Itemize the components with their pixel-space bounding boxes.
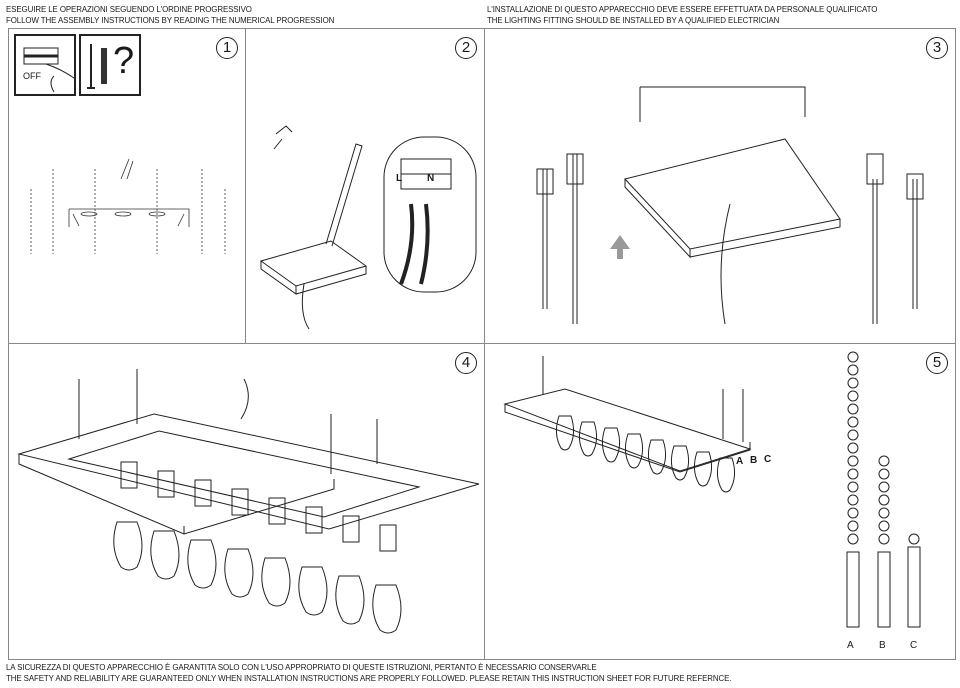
crystal-bead bbox=[847, 429, 859, 441]
step-number: 2 bbox=[455, 37, 477, 59]
step-3-panel: 3 bbox=[484, 28, 956, 344]
crystal-installation-drawing bbox=[503, 351, 921, 628]
terminal-n-label: N bbox=[427, 173, 435, 184]
socket bbox=[268, 497, 286, 525]
crystal-bead bbox=[878, 533, 890, 545]
crystal-bead bbox=[847, 390, 859, 402]
footer: LA SICUREZZA DI QUESTO APPARECCHIO È GAR… bbox=[6, 662, 732, 684]
label-a: A bbox=[847, 640, 854, 651]
bulb-installation-drawing bbox=[17, 369, 480, 634]
crystal-bead bbox=[847, 533, 859, 545]
crystal-bead bbox=[878, 520, 890, 532]
crystal-bead bbox=[847, 403, 859, 415]
crystal-bead bbox=[878, 468, 890, 480]
crystal-bead bbox=[847, 442, 859, 454]
socket bbox=[120, 461, 138, 489]
crystal-bead bbox=[878, 481, 890, 493]
bulb bbox=[224, 548, 254, 598]
header-right: L'INSTALLAZIONE DI QUESTO APPARECCHIO DE… bbox=[487, 4, 877, 26]
header-right-english: THE LIGHTING FITTING SHOULD BE INSTALLED… bbox=[487, 15, 780, 25]
socket bbox=[305, 506, 323, 534]
label-c-small: C bbox=[764, 454, 772, 465]
crystal-bead bbox=[847, 481, 859, 493]
socket bbox=[157, 470, 175, 498]
step-number: 5 bbox=[926, 352, 948, 374]
step-number: 4 bbox=[455, 352, 477, 374]
label-b: B bbox=[879, 640, 886, 651]
bulb bbox=[261, 557, 291, 607]
crystal-bead bbox=[878, 455, 890, 467]
footer-italian: LA SICUREZZA DI QUESTO APPARECCHIO È GAR… bbox=[6, 662, 597, 672]
step-1-panel: 1 OFF ? bbox=[8, 28, 246, 344]
label-b-small: B bbox=[750, 455, 758, 466]
socket bbox=[194, 479, 212, 507]
step-5-panel: 5 A B C A B C bbox=[484, 343, 956, 660]
crystal-bead bbox=[847, 377, 859, 389]
footer-english: THE SAFETY AND RELIABILITY ARE GUARANTEE… bbox=[6, 673, 732, 683]
screws-question-icon: ? bbox=[79, 34, 141, 96]
crystal-bead bbox=[847, 416, 859, 428]
step-number: 3 bbox=[926, 37, 948, 59]
step-number: 1 bbox=[216, 37, 238, 59]
bulb bbox=[335, 575, 365, 625]
canopy-mounting-drawing bbox=[536, 86, 924, 325]
bulb bbox=[693, 451, 713, 487]
bulb bbox=[601, 427, 621, 463]
bulb bbox=[187, 539, 217, 589]
socket bbox=[231, 488, 249, 516]
crystal-bead bbox=[847, 455, 859, 467]
header-right-italian: L'INSTALLAZIONE DI QUESTO APPARECCHIO DE… bbox=[487, 4, 878, 14]
crystal-bead bbox=[847, 468, 859, 480]
bulb bbox=[716, 457, 736, 493]
crystal-bead bbox=[847, 494, 859, 506]
bulb bbox=[624, 433, 644, 469]
crystal-bead bbox=[878, 494, 890, 506]
bulb bbox=[578, 421, 598, 457]
crystal-bead bbox=[847, 507, 859, 519]
crystal-bead bbox=[878, 507, 890, 519]
crystal-bead bbox=[847, 520, 859, 532]
off-label: OFF bbox=[23, 71, 41, 81]
question-mark: ? bbox=[113, 40, 135, 82]
bulb bbox=[150, 530, 180, 580]
step-2-panel: 2 L N bbox=[245, 28, 485, 344]
step-4-panel: 4 bbox=[8, 343, 485, 660]
bulb bbox=[555, 415, 575, 451]
terminal-l-label: L bbox=[396, 173, 403, 184]
bulb bbox=[372, 584, 402, 634]
header-left: ESEGUIRE LE OPERAZIONI SEGUENDO L'ORDINE… bbox=[6, 4, 334, 26]
socket bbox=[342, 515, 360, 543]
bracket-mounting-drawing bbox=[30, 158, 226, 254]
socket bbox=[379, 524, 397, 552]
power-off-icon: OFF bbox=[14, 34, 76, 96]
crystal-bead bbox=[908, 533, 920, 545]
header-left-italian: ESEGUIRE LE OPERAZIONI SEGUENDO L'ORDINE… bbox=[6, 4, 252, 14]
bulb bbox=[670, 445, 690, 481]
bulb bbox=[113, 521, 143, 571]
bulb bbox=[298, 566, 328, 616]
label-c: C bbox=[910, 640, 918, 651]
header-left-english: FOLLOW THE ASSEMBLY INSTRUCTIONS BY READ… bbox=[6, 15, 335, 25]
crystal-bead bbox=[847, 351, 859, 363]
bulb bbox=[647, 439, 667, 475]
crystal-bead bbox=[847, 364, 859, 376]
wiring-drawing bbox=[259, 125, 477, 330]
label-a-small: A bbox=[736, 456, 744, 467]
